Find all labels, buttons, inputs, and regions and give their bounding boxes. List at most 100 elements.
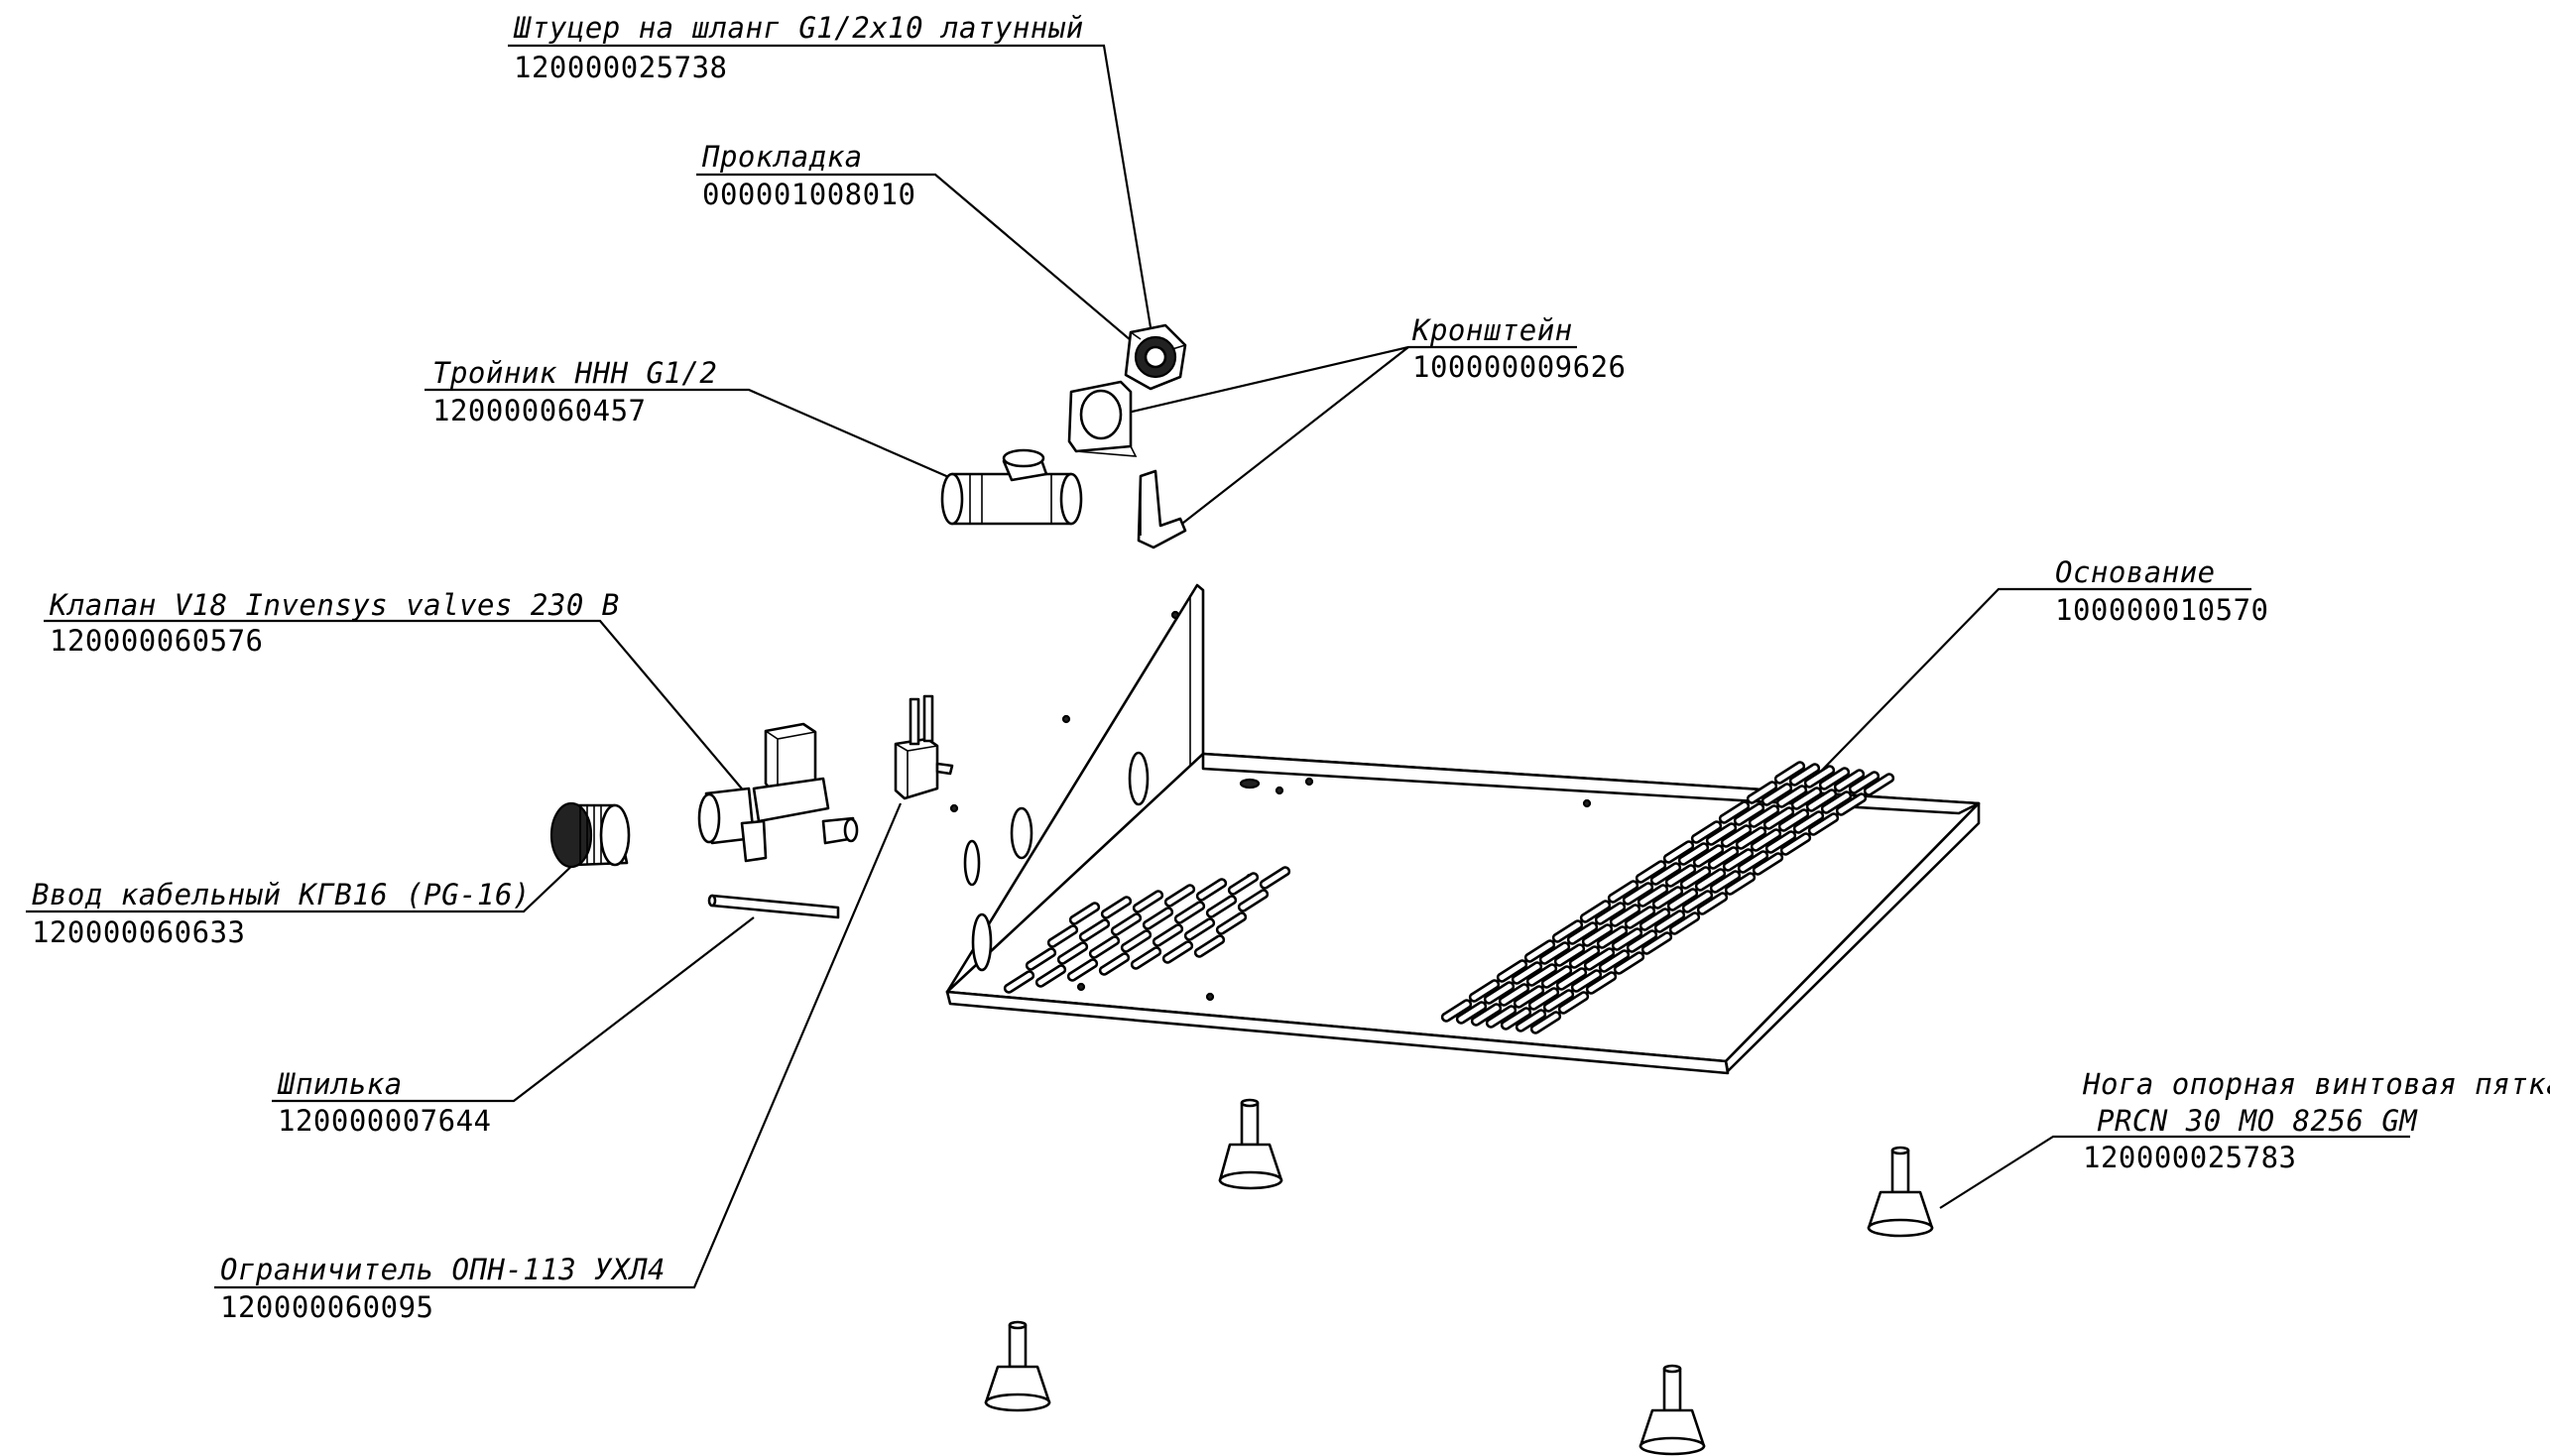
leader-line-pin: [272, 916, 755, 1103]
callout-valve: Клапан V18 Invensys valves 230 В 1200000…: [44, 588, 747, 794]
vent-slot: [1622, 882, 1654, 906]
vent-slot: [1555, 967, 1588, 991]
vent-slot: [1788, 763, 1821, 787]
leader-line-valve: [44, 619, 747, 794]
cable-gland-part: [549, 801, 631, 869]
vent-slot: [1668, 911, 1701, 935]
vent-slot: [1259, 866, 1291, 890]
vent-slot: [1609, 904, 1641, 927]
vent-slot: [1820, 790, 1853, 814]
vent-slot: [1790, 787, 1823, 810]
callout-fitting-code: 120000025738: [514, 51, 728, 84]
bracket-part: [1137, 469, 1187, 549]
vent-slot: [1579, 900, 1612, 923]
vent-slot: [1835, 792, 1868, 816]
callout-foot-code: 120000025783: [2083, 1141, 2297, 1174]
vent-slot: [1677, 842, 1710, 866]
vent-slot: [1737, 850, 1769, 874]
callout-fitting-name: Штуцер на шланг G1/2x10 латунный: [513, 11, 1084, 45]
vent-slot: [1078, 918, 1111, 942]
callout-limiter: Ограничитель ОПН-113 УХЛ4 120000060095: [214, 802, 903, 1324]
callout-valve-name: Клапан V18 Invensys valves 230 В: [49, 588, 620, 622]
vent-slot: [1003, 970, 1035, 994]
vent-slot: [1152, 923, 1184, 947]
vent-slot: [1583, 947, 1616, 971]
vent-slot: [1637, 884, 1669, 908]
vent-slot: [1803, 765, 1836, 789]
vent-slot: [1690, 820, 1723, 844]
vent-slot: [1195, 878, 1228, 902]
leader-line-gasket: [696, 173, 1152, 358]
leader-line-tee: [425, 388, 993, 498]
vent-slot: [1709, 870, 1742, 894]
callout-gasket-name: Прокладка: [701, 140, 863, 174]
vent-slot: [1640, 931, 1673, 955]
vent-slot: [1540, 965, 1573, 989]
limiter-part: [894, 694, 954, 800]
vent-slot: [1613, 951, 1645, 975]
vent-slot: [1513, 985, 1545, 1009]
vent-slot: [1594, 902, 1627, 925]
leader-line-bracket: [1110, 345, 1577, 542]
callout-bracket-name: Кронштейн: [1411, 313, 1573, 347]
vent-slot: [1681, 890, 1714, 913]
vent-slot: [1496, 959, 1528, 983]
callout-foot-name2: PRCN 30 MO 8256 GM: [2097, 1104, 2418, 1138]
vent-slot: [1761, 783, 1793, 806]
leader-line-foot: [1939, 1135, 2410, 1209]
vent-slot: [1752, 852, 1784, 876]
vent-slot: [1705, 822, 1738, 846]
callout-cable-gland-code: 120000060633: [32, 915, 246, 949]
vent-slot: [1568, 945, 1601, 969]
vent-slot: [1183, 917, 1216, 941]
vent-slot: [1635, 860, 1667, 884]
vent-slot: [1098, 952, 1131, 976]
vent-slot: [1607, 880, 1639, 904]
vent-slot: [1807, 812, 1840, 836]
vent-slot: [1596, 925, 1629, 949]
vent-slot: [1529, 1011, 1562, 1034]
vent-slot: [1515, 1009, 1547, 1032]
vent-slot: [1511, 961, 1543, 985]
vent-slot: [1566, 921, 1599, 945]
callout-pin-name: Шпилька: [277, 1067, 403, 1101]
vent-slot: [1805, 789, 1838, 812]
vent-slot: [1527, 987, 1560, 1011]
vent-slot: [1653, 910, 1686, 933]
valve-part: [697, 722, 859, 863]
vent-slot: [1525, 963, 1558, 987]
vent-slot: [1750, 828, 1782, 852]
vent-slot: [1581, 923, 1614, 947]
vent-slot: [1748, 804, 1780, 828]
callout-pin-code: 120000007644: [278, 1104, 492, 1138]
callout-bracket: Кронштейн 100000009626: [1110, 313, 1627, 542]
vent-slot: [1046, 924, 1079, 948]
vent-slot: [1733, 802, 1765, 826]
vent-slot: [1193, 934, 1226, 958]
vent-slot: [1666, 888, 1699, 911]
vent-slot: [1066, 958, 1099, 982]
vent-slot: [1056, 941, 1089, 965]
vent-slot: [1626, 929, 1658, 953]
leader-line-limiter: [214, 802, 903, 1289]
vent-slot: [1130, 946, 1162, 970]
vent-slot: [1792, 810, 1825, 834]
leader-line-base: [1764, 587, 2251, 829]
leader-line-fitting: [508, 44, 1153, 328]
callout-base-code: 100000010570: [2055, 593, 2269, 627]
vent-slot: [1649, 862, 1682, 886]
gasket-part: [1067, 380, 1138, 457]
vent-slot: [1735, 826, 1767, 850]
callout-fitting: Штуцер на шланг G1/2x10 латунный 1200000…: [508, 11, 1153, 328]
callout-tee-name: Тройник ННН G1/2: [432, 356, 717, 390]
vent-slot: [1538, 941, 1571, 965]
vent-slot: [1779, 832, 1812, 856]
vent-slot: [1163, 884, 1196, 908]
vent-slot: [1523, 939, 1556, 963]
callout-bracket-code: 100000009626: [1412, 350, 1627, 384]
vent-slot: [1025, 947, 1057, 971]
vent-slot: [1773, 761, 1806, 785]
vent-slot: [1762, 806, 1795, 830]
vent-slot: [1707, 846, 1740, 870]
